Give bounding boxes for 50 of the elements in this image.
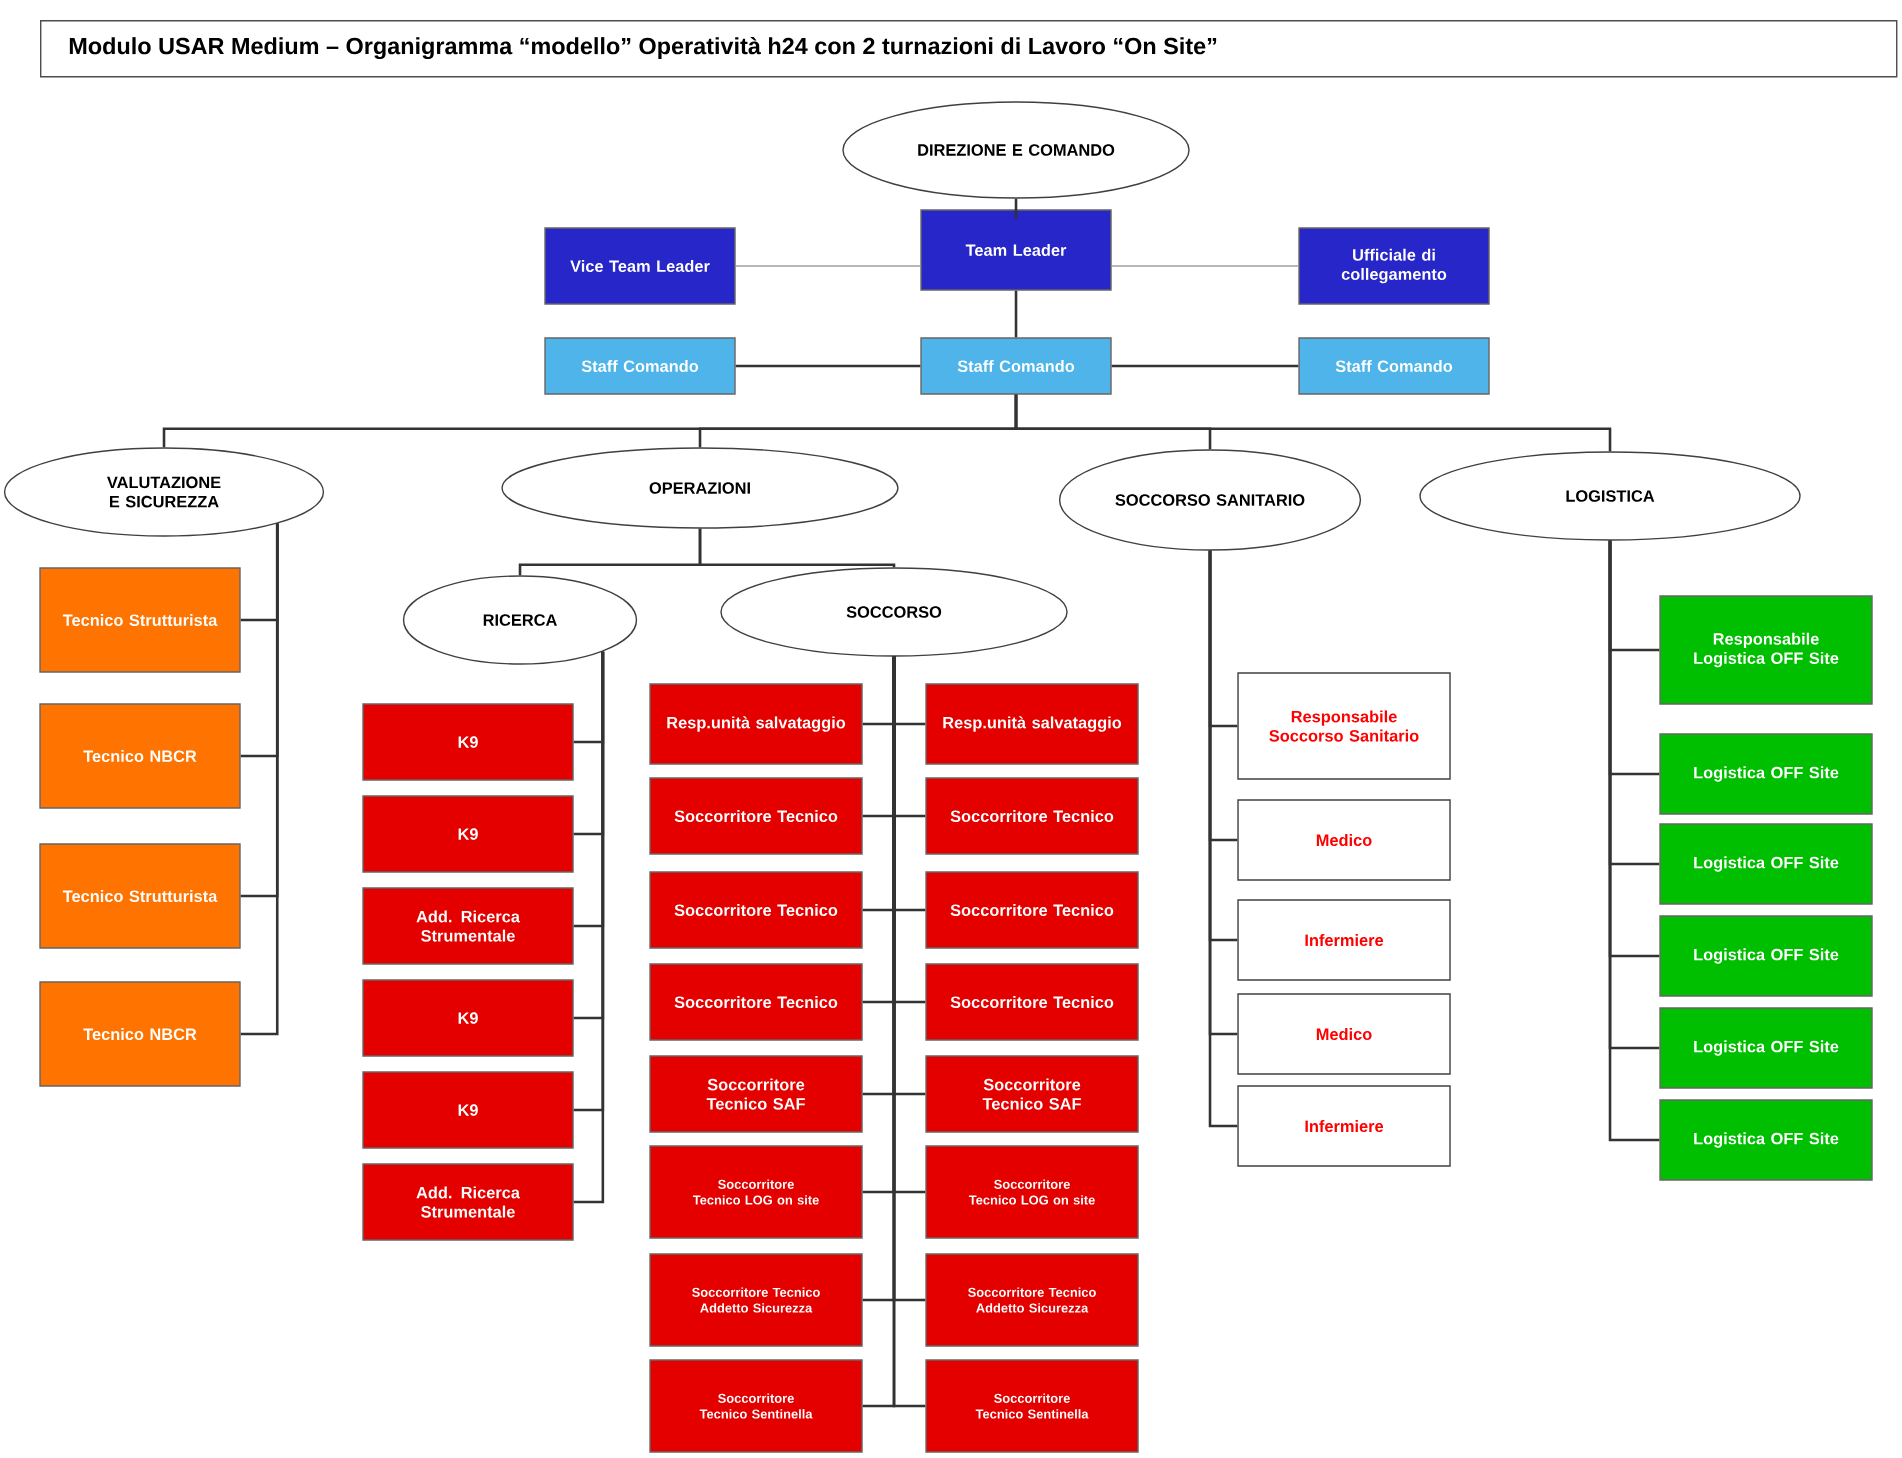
- role-box: Soccorritore Tecnico: [925, 871, 1139, 949]
- role-box: Tecnico NBCR: [39, 703, 241, 809]
- role-box: Soccorritore Tecnico: [649, 963, 863, 1041]
- connector-line: [698, 528, 896, 568]
- connector-line: [1014, 394, 1612, 452]
- role-box: Add. Ricerca Strumentale: [362, 887, 574, 965]
- role-box: Infermiere: [1237, 899, 1451, 981]
- title-box: Modulo USAR Medium – Organigramma “modello” Operatività h24 con 2 turnazioni di Lavoro “On Site”: [40, 20, 1898, 78]
- role-box: K9: [362, 1071, 574, 1149]
- role-box: Resp.unità salvataggio: [925, 683, 1139, 765]
- role-box: Responsabile Soccorso Sanitario: [1237, 672, 1451, 780]
- role-box: K9: [362, 703, 574, 781]
- role-box: Add. Ricerca Strumentale: [362, 1163, 574, 1241]
- connector-line: [735, 265, 921, 267]
- connector-line: [1208, 550, 1238, 1128]
- role-box: Soccorritore Tecnico SAF: [925, 1055, 1139, 1133]
- role-box: Logistica OFF Site: [1659, 915, 1873, 997]
- role-box: Soccorritore Tecnico: [925, 963, 1139, 1041]
- role-box: Soccorritore Tecnico SAF: [649, 1055, 863, 1133]
- role-box: Logistica OFF Site: [1659, 1007, 1873, 1089]
- role-box: Soccorritore Tecnico: [649, 777, 863, 855]
- connector-line: [735, 364, 921, 368]
- role-box: Team Leader: [920, 209, 1112, 291]
- connector-line: [1111, 265, 1300, 267]
- connector-line: [1111, 364, 1299, 368]
- role-box: Responsabile Logistica OFF Site: [1659, 595, 1873, 705]
- connector-line: [240, 523, 279, 1036]
- role-box: Tecnico Strutturista: [39, 843, 241, 949]
- staff-box: Staff Comando: [544, 337, 736, 395]
- role-box: Tecnico NBCR: [39, 981, 241, 1087]
- connector-line: [1014, 198, 1018, 220]
- role-box: Tecnico Strutturista: [39, 567, 241, 673]
- role-box: Logistica OFF Site: [1659, 1099, 1873, 1181]
- connector-line: [573, 651, 605, 1204]
- role-box: Soccorritore Tecnico: [649, 871, 863, 949]
- staff-box: Staff Comando: [1298, 337, 1490, 395]
- role-box: Resp.unità salvataggio: [649, 683, 863, 765]
- role-box: K9: [362, 979, 574, 1057]
- role-box: Vice Team Leader: [544, 227, 736, 305]
- staff-box: Staff Comando: [920, 337, 1112, 395]
- role-box: Logistica OFF Site: [1659, 733, 1873, 815]
- role-box: Logistica OFF Site: [1659, 823, 1873, 905]
- role-box: Infermiere: [1237, 1085, 1451, 1167]
- role-box: Soccorritore Tecnico: [925, 777, 1139, 855]
- role-box: Medico: [1237, 799, 1451, 881]
- role-box: K9: [362, 795, 574, 873]
- connector-line: [1608, 540, 1660, 1142]
- connector-line: [1014, 290, 1018, 338]
- role-box: Ufficiale di collegamento: [1298, 227, 1490, 305]
- role-box: Medico: [1237, 993, 1451, 1075]
